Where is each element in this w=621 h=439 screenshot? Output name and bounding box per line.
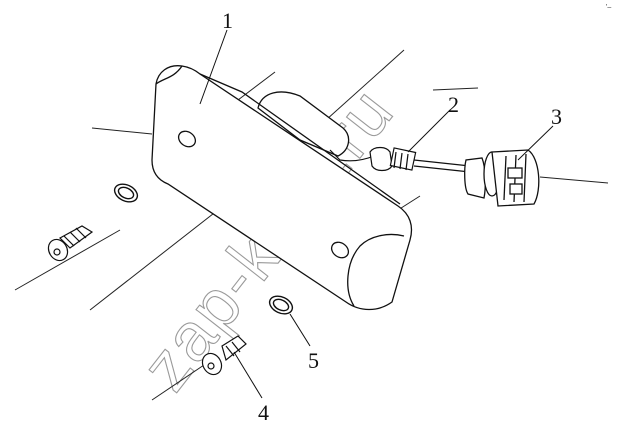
- callout-5: 5: [308, 348, 319, 373]
- callout-3: 3: [551, 104, 562, 129]
- screw-upper: [47, 225, 94, 262]
- wire-harness: [329, 146, 471, 173]
- bulb-socket: [464, 149, 540, 207]
- callout-2: 2: [448, 92, 459, 117]
- lamp-housing: [151, 65, 413, 311]
- washer-lower: [268, 295, 294, 315]
- screw-lower: [201, 335, 247, 376]
- corner-mark: '–: [606, 4, 611, 11]
- washer-upper: [113, 183, 139, 203]
- callout-4: 4: [258, 400, 269, 425]
- leader-lines: [199, 29, 554, 399]
- callout-1: 1: [222, 8, 233, 33]
